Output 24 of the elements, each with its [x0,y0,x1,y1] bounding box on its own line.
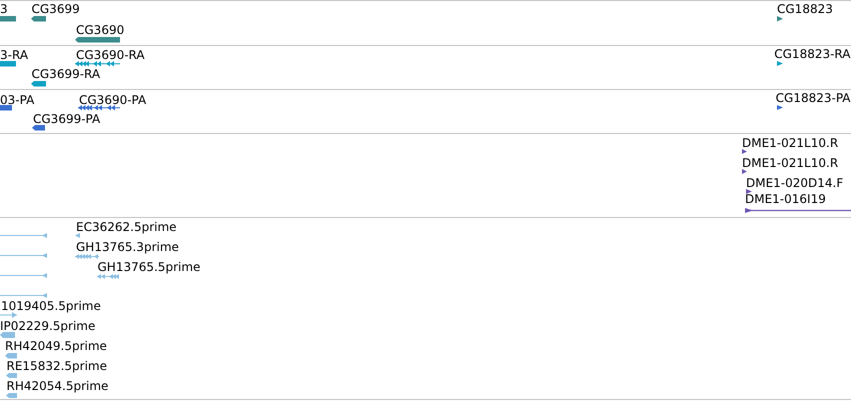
feature-label: DME1-021L10.R [742,136,838,150]
feature-label: DME1-021L10.R [742,156,838,170]
feature-label: 1019405.5prime [1,298,101,312]
feature-label: EC36262.5prime [76,220,177,234]
feature-label: GH13765.3prime [76,240,179,254]
feature-label: DME1-016I19 [745,192,826,206]
feature-label: DME1-020D14.F [746,176,844,190]
feature-label: RH42049.5prime [5,338,107,352]
feature-label: 3-RA [0,48,28,62]
feature-label: CG3690-PA [79,92,146,106]
feature-label: CG3699-RA [32,66,100,80]
feature-label: CG3699-PA [33,112,100,126]
feature-label: CG3699 [32,2,80,16]
feature-label: CG18823 [777,2,833,16]
feature-label: GH13765.5prime [98,260,200,274]
feature-label: CG18823-RA [774,46,850,60]
feature-label: IP02229.5prime [0,318,96,332]
feature-label: 3 [0,2,8,16]
feature-label: 03-PA [0,92,34,106]
feature-label: CG3690-RA [76,48,145,62]
feature-label: RE15832.5prime [6,358,107,372]
feature-label: CG3690 [76,22,124,36]
feature-label: CG18823-PA [776,90,850,104]
feature-label: RH42054.5prime [6,378,108,392]
